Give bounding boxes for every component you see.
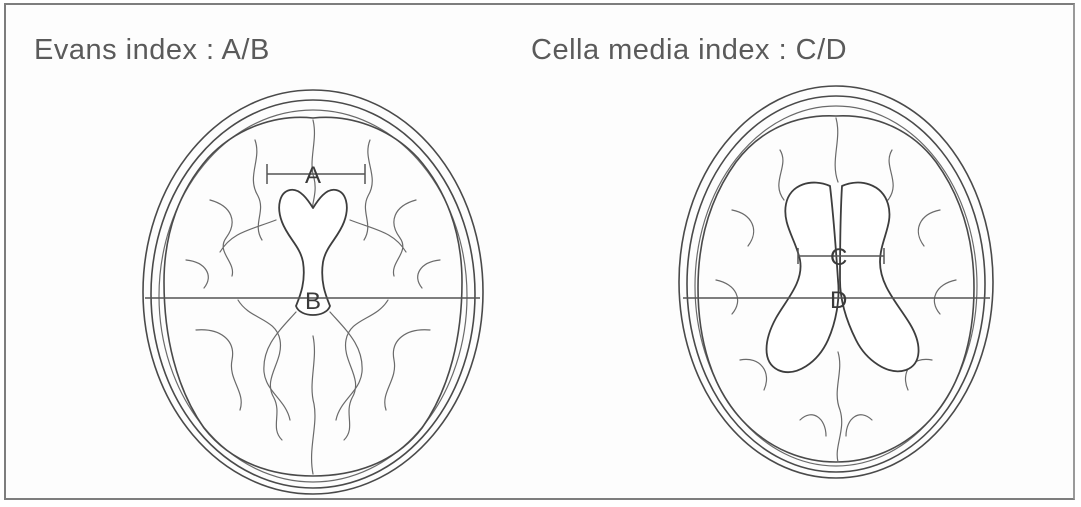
label-c: C	[830, 244, 847, 271]
label-d: D	[830, 287, 847, 314]
label-a: A	[305, 162, 321, 189]
label-b: B	[305, 288, 321, 315]
right-brain-diagram: C D	[679, 86, 993, 478]
right-ventricle-right	[840, 183, 919, 372]
left-brain-diagram: A B	[143, 90, 483, 494]
right-ventricle-left	[767, 183, 839, 373]
